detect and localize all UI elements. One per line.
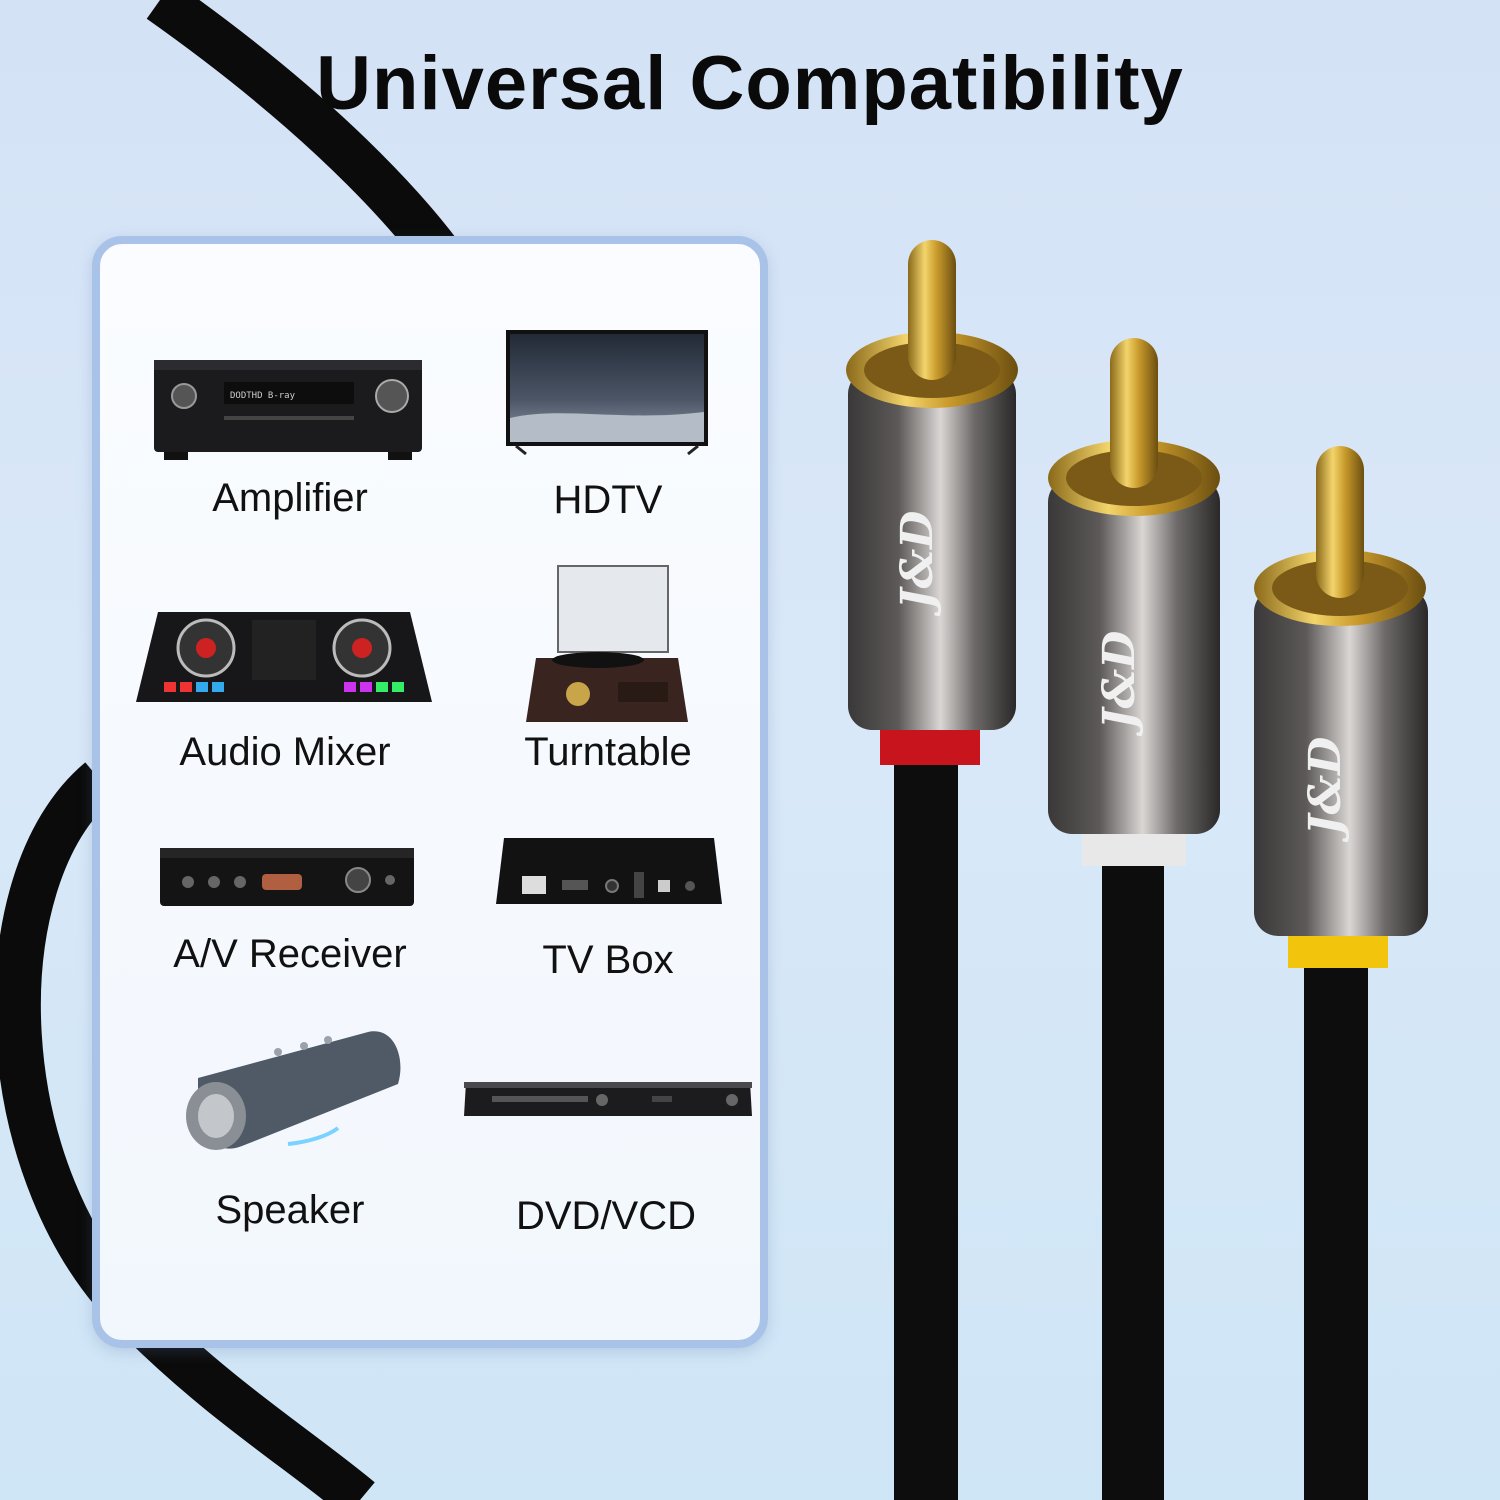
turntable-icon [526,565,688,722]
tv-box-icon [496,838,722,904]
page-title: Universal Compatibility [316,41,1184,126]
rca-plug-red: J&D [846,240,1018,1500]
compatibility-panel: DODTHD B-ray Amplifier HDTV [92,236,768,1348]
device-label: Amplifier [212,476,368,520]
device-label: A/V Receiver [173,932,407,976]
device-dvd-player: DVD/VCD [462,1076,762,1246]
device-label: TV Box [542,938,674,982]
device-av-receiver: A/V Receiver [150,840,430,1000]
audio-mixer-icon [136,612,432,702]
device-turntable: Turntable [470,562,750,792]
connector-brand-label: J&D [1094,631,1145,737]
device-hdtv: HDTV [470,326,750,536]
av-receiver-icon [160,848,414,906]
connector-brand-label: J&D [1300,737,1351,843]
rca-plug-yellow: J&D [1254,446,1428,1500]
device-label: Speaker [215,1188,365,1232]
rca-connectors: J&D J&D J&D [846,240,1428,1500]
connector-brand-label: J&D [892,511,943,617]
device-label: DVD/VCD [515,1194,697,1238]
amplifier-icon: DODTHD B-ray [154,360,422,460]
hdtv-icon [506,330,708,456]
device-amplifier: DODTHD B-ray Amplifier [150,354,430,534]
device-label: Turntable [524,730,692,774]
rca-plug-white: J&D [1048,338,1220,1500]
device-tv-box: TV Box [470,834,750,1004]
device-audio-mixer: Audio Mixer [130,602,440,792]
device-label: HDTV [553,478,663,522]
dvd-player-icon [464,1082,752,1116]
svg-text:DODTHD B-ray: DODTHD B-ray [230,391,296,401]
device-label: Audio Mixer [179,730,391,774]
device-speaker: Speaker [160,1018,420,1238]
speaker-icon [186,1031,401,1150]
